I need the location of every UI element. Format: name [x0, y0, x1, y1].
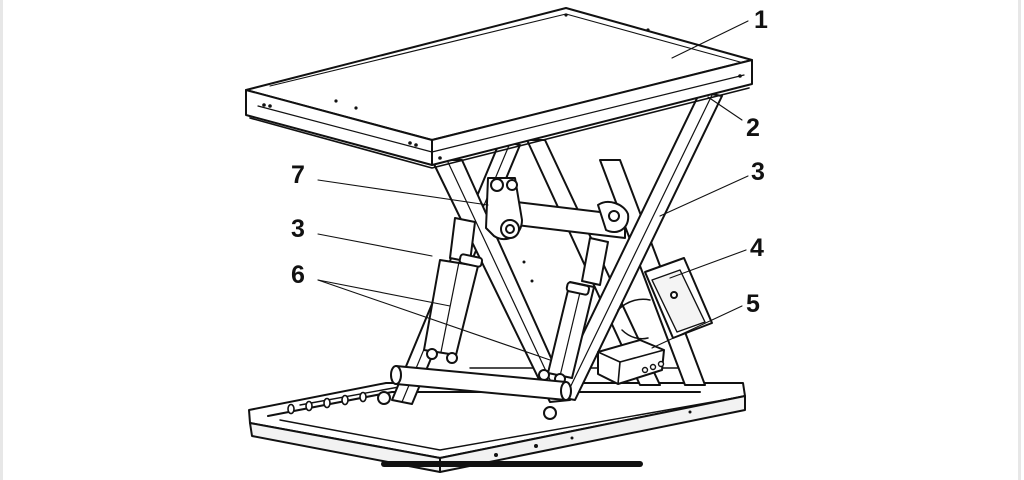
label-2: 2: [746, 114, 760, 142]
label-1: 1: [754, 6, 768, 34]
label-7: 7: [291, 161, 305, 189]
label-3-right: 3: [751, 158, 765, 186]
label-3-left: 3: [291, 215, 305, 243]
leader-line-4: [669, 249, 747, 279]
hydraulic-cylinder-left: [423, 217, 484, 364]
top-platform: [245, 7, 753, 169]
leader-line-3-left: [317, 233, 433, 257]
leader-line-6b: [317, 279, 551, 361]
label-5: 5: [746, 290, 760, 318]
leader-line-2: [707, 96, 743, 121]
leader-line-1: [671, 20, 749, 59]
leader-line-6a: [317, 279, 451, 307]
leader-line-3-right: [659, 175, 749, 217]
leader-line-5: [651, 305, 743, 349]
leader-lines: [317, 20, 749, 361]
roller-bar: [377, 365, 572, 420]
right-frame-edge: [1018, 0, 1021, 480]
left-frame-edge: [0, 0, 3, 480]
leader-line-7: [317, 179, 489, 206]
hydraulic-unit: [597, 298, 665, 385]
pivot-bracket: [485, 177, 630, 241]
cross-arm-right: [552, 91, 723, 401]
home-indicator-bar[interactable]: [381, 461, 643, 467]
base-frame: [248, 367, 746, 473]
label-4: 4: [750, 234, 764, 262]
label-6: 6: [291, 261, 305, 289]
motor-housing: [644, 257, 713, 339]
